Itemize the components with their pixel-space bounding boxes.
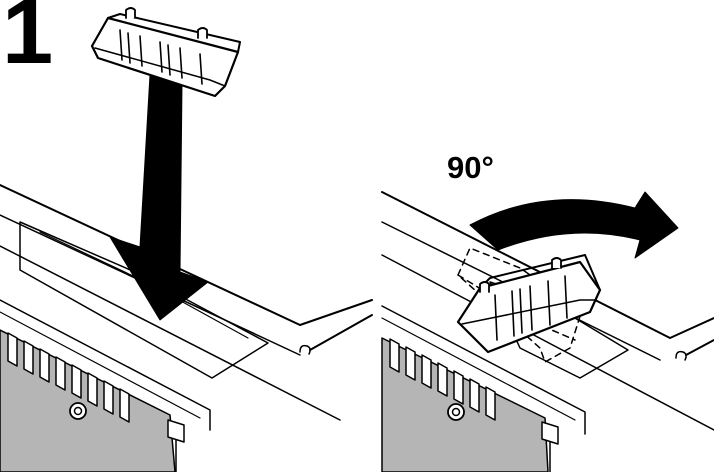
down-arrow-icon [109,74,209,321]
left-bracket-part [90,7,241,98]
left-rail [0,299,211,472]
original-position-outline [457,247,583,363]
screw-icon [447,403,465,421]
screw-icon [69,402,87,420]
right-bracket-part [456,254,602,354]
rotate-arrow-icon [469,191,679,259]
step-number: 1 [2,0,54,83]
left-base-plate [0,184,373,421]
right-rail [381,305,586,472]
right-panel [381,191,714,472]
rotation-angle-label: 90° [447,150,494,185]
left-panel [0,7,373,472]
